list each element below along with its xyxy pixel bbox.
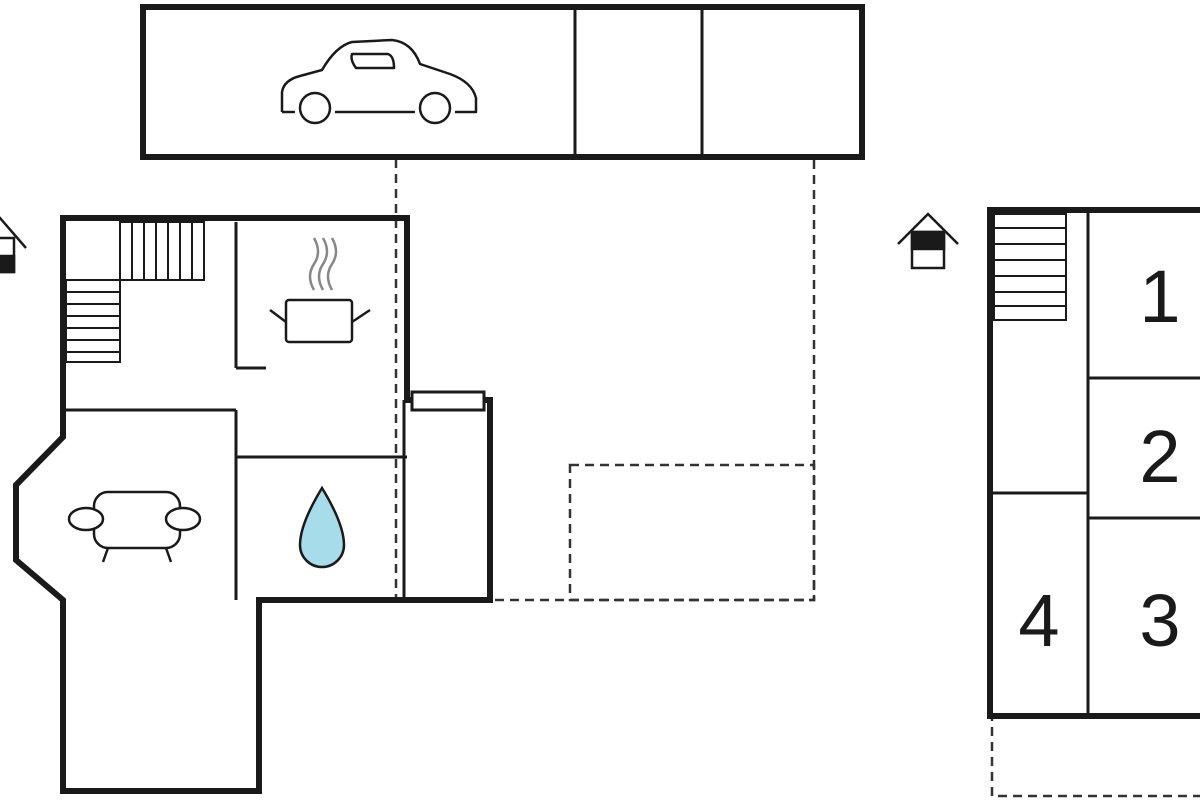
room-number: 3 bbox=[1139, 579, 1180, 662]
water-drop-icon bbox=[298, 485, 346, 569]
house-icon bbox=[897, 212, 959, 270]
room-number: 4 bbox=[1018, 579, 1059, 662]
house-icon bbox=[0, 216, 27, 274]
upper-floor bbox=[987, 207, 1200, 719]
terrace-area bbox=[394, 156, 816, 602]
stairs-icon bbox=[993, 213, 1067, 321]
balcony-area bbox=[990, 714, 1200, 798]
cooking-pot-icon bbox=[269, 237, 371, 344]
sofa-icon bbox=[67, 490, 202, 563]
carport bbox=[140, 4, 865, 160]
car-icon bbox=[280, 38, 478, 125]
room-number: 2 bbox=[1139, 415, 1180, 498]
ground-floor bbox=[13, 215, 493, 794]
pool-area bbox=[568, 463, 816, 602]
stairs-icon bbox=[65, 221, 205, 363]
room-number: 1 bbox=[1139, 255, 1180, 338]
